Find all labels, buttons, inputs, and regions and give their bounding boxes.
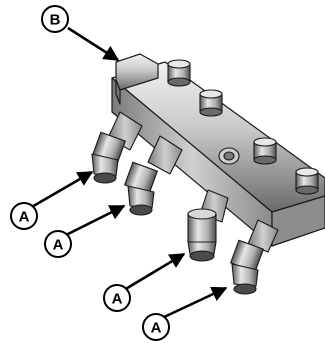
- callouts: B A A A A: [10, 5, 228, 341]
- center-bolt: [218, 147, 240, 165]
- callout-a-4-label: A: [151, 320, 162, 337]
- top-fitting-1: [167, 59, 191, 87]
- callout-a-3-label: A: [112, 291, 123, 308]
- injector-2: [124, 135, 183, 216]
- injector-4: [230, 219, 279, 295]
- fuel-manifold: [111, 61, 325, 247]
- injector-3: [187, 189, 229, 262]
- injector-1: [91, 111, 143, 184]
- top-fittings: [167, 59, 319, 195]
- top-fitting-3: [253, 137, 277, 165]
- callout-a-3: A: [103, 252, 186, 312]
- mounting-bracket: [115, 53, 159, 105]
- callout-a-4: A: [142, 286, 228, 341]
- callout-b-label: B: [50, 12, 61, 29]
- top-fitting-4: [295, 167, 319, 195]
- injector-lines: [91, 111, 279, 295]
- callout-a-1-label: A: [19, 209, 30, 226]
- callout-a-2: A: [44, 204, 126, 258]
- top-fitting-2: [199, 89, 223, 117]
- callout-a-1: A: [10, 170, 94, 230]
- callout-a-2-label: A: [53, 237, 64, 254]
- callout-b: B: [41, 5, 120, 62]
